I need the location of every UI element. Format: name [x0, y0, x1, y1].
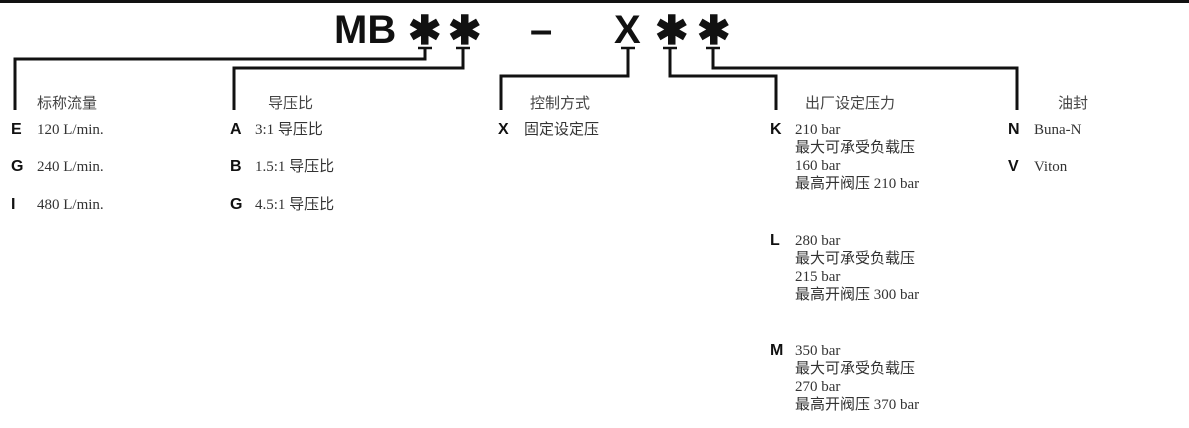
option-value: 120 L/min.	[37, 122, 104, 138]
connector-pressure	[668, 48, 778, 110]
code-control: X	[614, 8, 641, 52]
code-prefix: MB	[334, 8, 397, 52]
option-line: 210 bar	[795, 122, 841, 138]
connector-flow	[13, 48, 427, 110]
option-key: B	[230, 158, 242, 175]
option-value-block: 280 bar 最大可承受负载压 215 bar 最高开阀压 300 bar	[795, 232, 919, 304]
option-line: 215 bar	[795, 269, 841, 285]
option-line: 160 bar	[795, 158, 841, 174]
option-key: K	[770, 121, 782, 138]
option-key: G	[11, 158, 24, 175]
option-key: M	[770, 342, 784, 359]
code-wildcard-ratio: ✱	[448, 9, 482, 53]
option-value: 480 L/min.	[37, 197, 104, 213]
code-wildcard-seal: ✱	[697, 9, 731, 53]
option-value: 4.5:1 导压比	[255, 197, 335, 213]
option-key: E	[11, 121, 22, 138]
option-key: X	[498, 121, 509, 138]
code-wildcard-flow: ✱	[408, 9, 442, 53]
option-line: 最高开阀压 370 bar	[795, 397, 920, 413]
header-pilot-ratio: 导压比	[268, 94, 314, 112]
option-key: I	[11, 196, 16, 213]
option-value: 1.5:1 导压比	[255, 159, 335, 175]
header-control: 控制方式	[530, 94, 591, 112]
option-key: L	[770, 232, 780, 249]
option-key: N	[1008, 121, 1020, 138]
option-line: 最大可承受负载压	[795, 140, 916, 156]
option-line: 270 bar	[795, 379, 841, 395]
option-value: 3:1 导压比	[255, 122, 323, 138]
code-dash: –	[530, 8, 553, 52]
option-value-block: 210 bar 最大可承受负载压 160 bar 最高开阀压 210 bar	[795, 121, 919, 193]
option-value: 固定设定压	[524, 122, 600, 138]
option-value: 240 L/min.	[37, 159, 104, 175]
connector-control	[499, 48, 630, 110]
option-value-block: 350 bar 最大可承受负载压 270 bar 最高开阀压 370 bar	[795, 342, 919, 414]
option-key: G	[230, 196, 243, 213]
option-line: 280 bar	[795, 233, 841, 249]
option-line: 最高开阀压 300 bar	[795, 287, 920, 303]
header-pressure: 出厂设定压力	[805, 94, 896, 112]
option-key: V	[1008, 158, 1019, 175]
option-key: A	[230, 121, 242, 138]
connector-pilot-ratio	[232, 48, 465, 110]
header-flow: 标称流量	[37, 94, 98, 112]
option-line: 最高开阀压 210 bar	[795, 176, 920, 192]
header-seal: 油封	[1058, 94, 1089, 112]
option-line: 最大可承受负载压	[795, 251, 916, 267]
option-line: 最大可承受负载压	[795, 361, 916, 377]
code-wildcard-pressure: ✱	[655, 9, 689, 53]
option-line: 350 bar	[795, 343, 841, 359]
option-value: Viton	[1034, 159, 1068, 175]
connector-seal	[711, 48, 1019, 110]
option-value: Buna-N	[1034, 122, 1082, 138]
